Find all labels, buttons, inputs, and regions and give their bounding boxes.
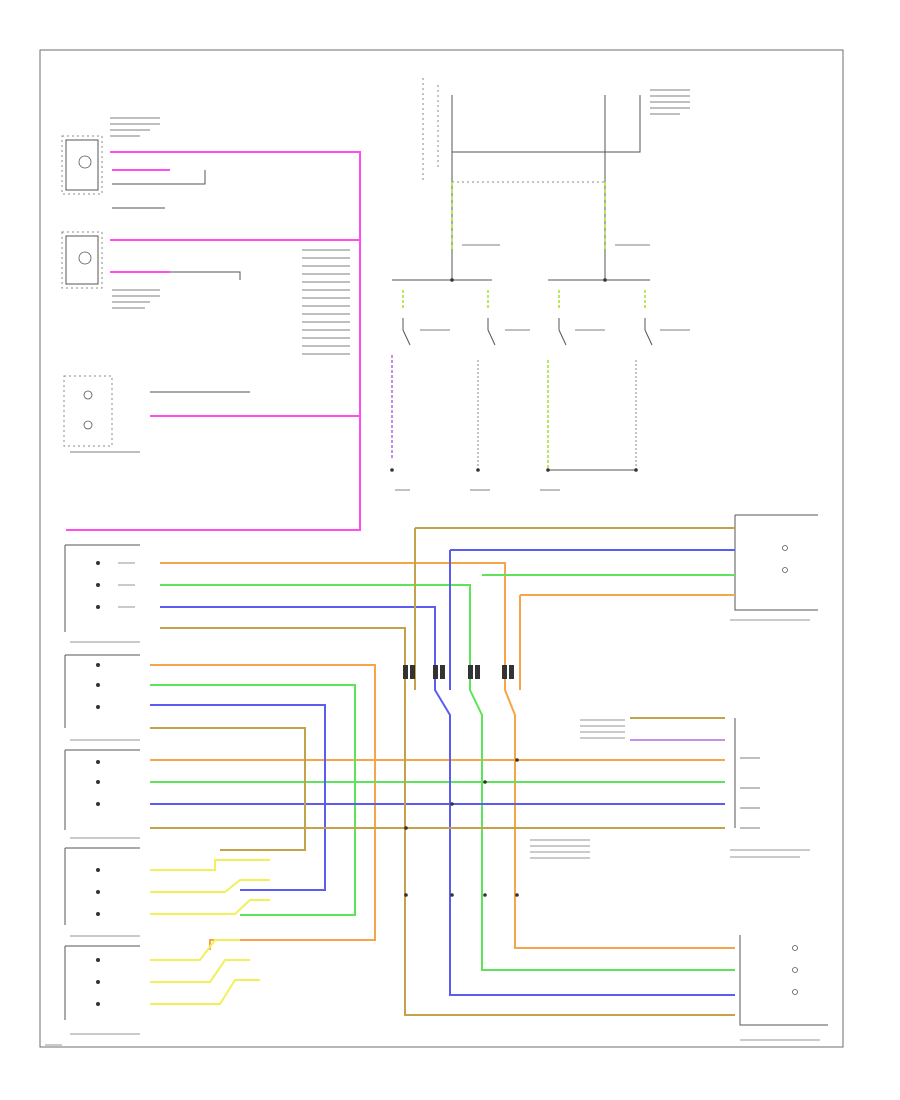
black-short-wires-top-left [112,170,250,393]
lic-lamp-block [63,375,113,447]
diagram-frame [39,49,844,1048]
tan-circuit [150,527,735,1016]
switch-contacts [402,318,653,346]
label-strokes-main [45,562,820,1046]
component-top-left-2 [61,231,103,289]
relay-output-wires [390,355,638,472]
body-control-connector [734,718,760,829]
component-top-left-1 [61,135,103,195]
yellow-circuit [150,859,270,1005]
fuse-panel-block [392,78,650,282]
stoplamp-block [739,935,828,1026]
fuse-panel-yellowgreen-wires [402,182,646,310]
pink-circuit [66,151,361,531]
left-lamp-bulbs [96,561,100,1006]
label-strokes-top-right [395,89,690,491]
rear-side-marker-lamp [734,514,818,611]
left-lamp-groups [64,544,140,1020]
top-right-small-wires [630,717,725,741]
connector-marks [403,665,519,897]
blue-circuit [150,549,735,996]
green-circuit [150,574,735,971]
label-strokes-top [70,117,350,453]
orange-circuit [150,562,735,950]
